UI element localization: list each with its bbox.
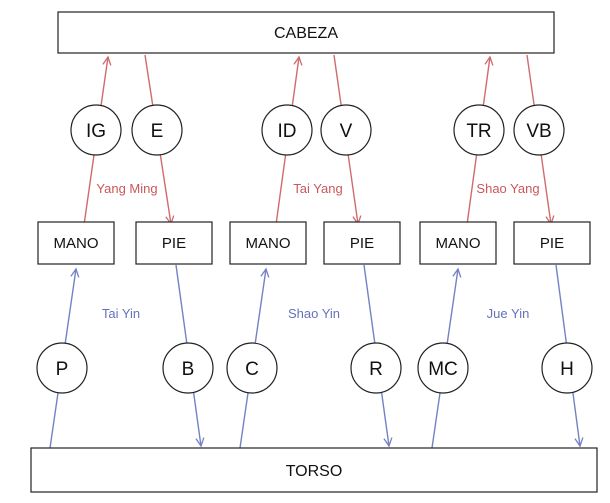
pie-box-1-label: PIE bbox=[162, 235, 186, 252]
yin-channel-lines bbox=[49, 264, 580, 449]
yin-pair-labels: Tai Yin Shao Yin Jue Yin bbox=[102, 306, 529, 321]
node-ig: IG bbox=[70, 104, 122, 156]
pair-label-jue-yin: Jue Yin bbox=[487, 306, 530, 321]
pair-label-shao-yin: Shao Yin bbox=[288, 306, 340, 321]
node-b: B bbox=[162, 342, 214, 394]
node-v-label: V bbox=[340, 121, 353, 142]
node-vb: VB bbox=[513, 104, 565, 156]
cabeza-label: CABEZA bbox=[274, 25, 338, 42]
mano-box-1-label: MANO bbox=[54, 235, 99, 252]
node-p: P bbox=[36, 342, 88, 394]
node-v: V bbox=[320, 104, 372, 156]
node-tr-label: TR bbox=[466, 121, 491, 142]
node-vb-label: VB bbox=[526, 121, 551, 142]
yang-node-row: IG E ID V TR VB bbox=[70, 104, 565, 156]
pie-box-3: PIE bbox=[513, 221, 591, 265]
cabeza-box: CABEZA bbox=[57, 11, 555, 54]
node-c: C bbox=[226, 342, 278, 394]
node-tr: TR bbox=[453, 104, 505, 156]
node-id-label: ID bbox=[278, 121, 297, 142]
node-e: E bbox=[131, 104, 183, 156]
pair-label-tai-yin: Tai Yin bbox=[102, 306, 140, 321]
pie-box-3-label: PIE bbox=[540, 235, 564, 252]
yin-node-row: P B C R MC H bbox=[36, 342, 593, 394]
node-mc-label: MC bbox=[428, 359, 458, 380]
torso-box: TORSO bbox=[30, 447, 598, 493]
node-h: H bbox=[541, 342, 593, 394]
node-h-label: H bbox=[560, 359, 574, 380]
pie-box-2: PIE bbox=[323, 221, 401, 265]
mid-box-row: MANO PIE MANO PIE MANO PIE bbox=[37, 221, 591, 265]
mano-box-2: MANO bbox=[229, 221, 307, 265]
mano-box-1: MANO bbox=[37, 221, 115, 265]
mano-box-3: MANO bbox=[419, 221, 497, 265]
node-ig-label: IG bbox=[86, 121, 106, 142]
node-b-label: B bbox=[182, 359, 195, 380]
pair-label-yang-ming: Yang Ming bbox=[96, 181, 157, 196]
pair-label-tai-yang: Tai Yang bbox=[293, 181, 342, 196]
mano-box-2-label: MANO bbox=[246, 235, 291, 252]
node-r-label: R bbox=[369, 359, 383, 380]
node-e-label: E bbox=[151, 121, 164, 142]
pie-box-2-label: PIE bbox=[350, 235, 374, 252]
pair-label-shao-yang: Shao Yang bbox=[476, 181, 539, 196]
node-id: ID bbox=[261, 104, 313, 156]
node-mc: MC bbox=[417, 342, 469, 394]
pie-box-1: PIE bbox=[135, 221, 213, 265]
node-r: R bbox=[350, 342, 402, 394]
node-p-label: P bbox=[56, 359, 69, 380]
yang-pair-labels: Yang Ming Tai Yang Shao Yang bbox=[96, 181, 539, 196]
mano-box-3-label: MANO bbox=[436, 235, 481, 252]
node-c-label: C bbox=[245, 359, 259, 380]
torso-label: TORSO bbox=[286, 463, 343, 480]
